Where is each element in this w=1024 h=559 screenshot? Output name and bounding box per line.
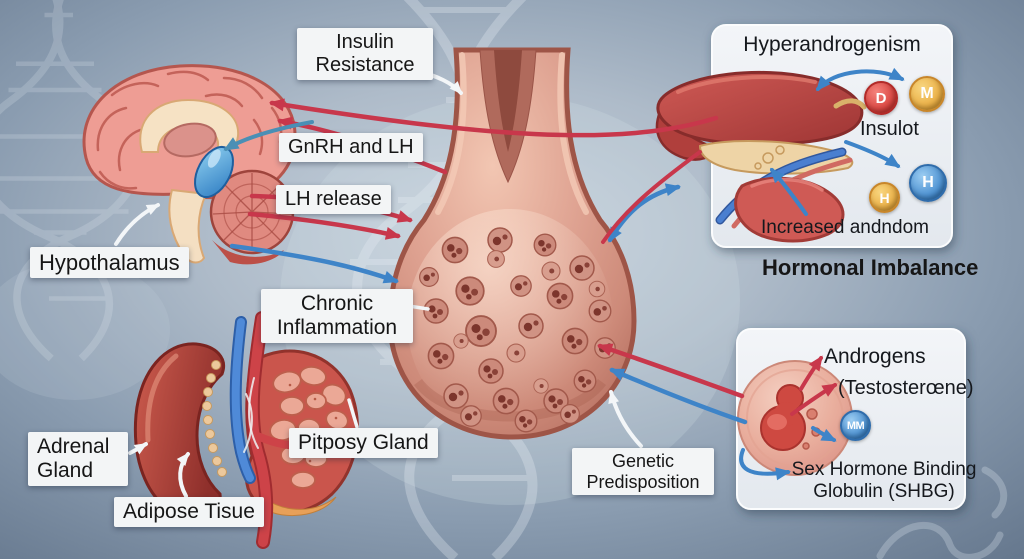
label-adrenal-gland: Adrenal Gland: [28, 432, 128, 486]
hormone-circle-d: D: [864, 81, 898, 115]
testosterone-text: (Testosterœne): [838, 377, 974, 399]
line-red-liver-pituitary: [601, 150, 702, 244]
arrow-blue-to-pituitary: [229, 243, 399, 284]
arrow-blue-to-shbg: [739, 448, 791, 481]
label-adipose-tissue: Adipose Tisue: [114, 497, 264, 527]
insulin-text: Insulot: [860, 118, 919, 140]
arrow-red-cell-to-pituitary: [597, 343, 745, 399]
arrow-red-cell-testosterone: [790, 383, 838, 416]
arrow-blue-cell-mm: [811, 426, 837, 442]
arrow-white-genetic: [608, 390, 643, 448]
hormone-circle-h-blue: H: [909, 164, 947, 202]
arrow-white-adrenal: [128, 442, 148, 455]
smoke-swirl: [876, 466, 1008, 559]
arrow-blue-liver-to-h: [844, 140, 901, 168]
receptor-circle-mm: MM: [840, 410, 871, 441]
androgens-text: Androgens: [824, 345, 926, 368]
arrow-blue-double-panel: [816, 67, 905, 92]
hormone-circle-m: M: [909, 76, 945, 112]
label-insulin-resistance: Insulin Resistance: [297, 28, 433, 80]
label-chronic-inflammation: Chronic Inflammation: [261, 289, 413, 343]
brainstem: [168, 188, 208, 264]
arrow-white-hypothalamus: [114, 203, 160, 246]
label-hypothalamus: Hypothalamus: [30, 247, 189, 279]
arrow-red-cell-androgens: [799, 355, 823, 391]
renal-vessels: [229, 311, 305, 549]
adrenal-bead-chain: [202, 360, 227, 477]
arrow-blue-cell-to-pituitary: [609, 367, 748, 425]
pituitary-gland-illustration: [387, 47, 637, 440]
target-cell-illustration: [737, 360, 853, 476]
label-pituitary-gland: Pitposy Gland: [289, 428, 438, 458]
label-lh-release: LH release: [276, 185, 391, 214]
pathway-arrows: [223, 67, 905, 481]
arrow-red-to-pituitary-2: [247, 211, 401, 240]
label-genetic-predisposition: Genetic Predisposition: [572, 448, 714, 496]
label-gnrh-and-lh: GnRH and LH: [279, 133, 423, 162]
hyperandrogenism-panel-title: Hyperandrogenism: [743, 33, 921, 56]
thalamus: [163, 122, 217, 158]
arrow-teal-to-hypothalamus: [223, 120, 314, 151]
arrow-white-adipose: [176, 452, 190, 498]
increased-androgen-text: Increased andndom: [761, 217, 929, 238]
arrow-blue-double-pituitary-liver: [607, 183, 681, 243]
brain-illustration: [82, 64, 297, 265]
hormone-circle-h-gold: H: [869, 182, 900, 213]
arrow-blue-to-stomach: [770, 167, 808, 216]
pancreas: [698, 140, 854, 175]
line-white-pituitary-label: [347, 398, 359, 429]
label-hormonal-imbalance: Hormonal Imbalance: [762, 255, 979, 280]
shbg-text: Sex Hormone Binding Globulin (SHBG): [791, 459, 977, 503]
arrow-red-to-brain-1: [269, 98, 719, 138]
